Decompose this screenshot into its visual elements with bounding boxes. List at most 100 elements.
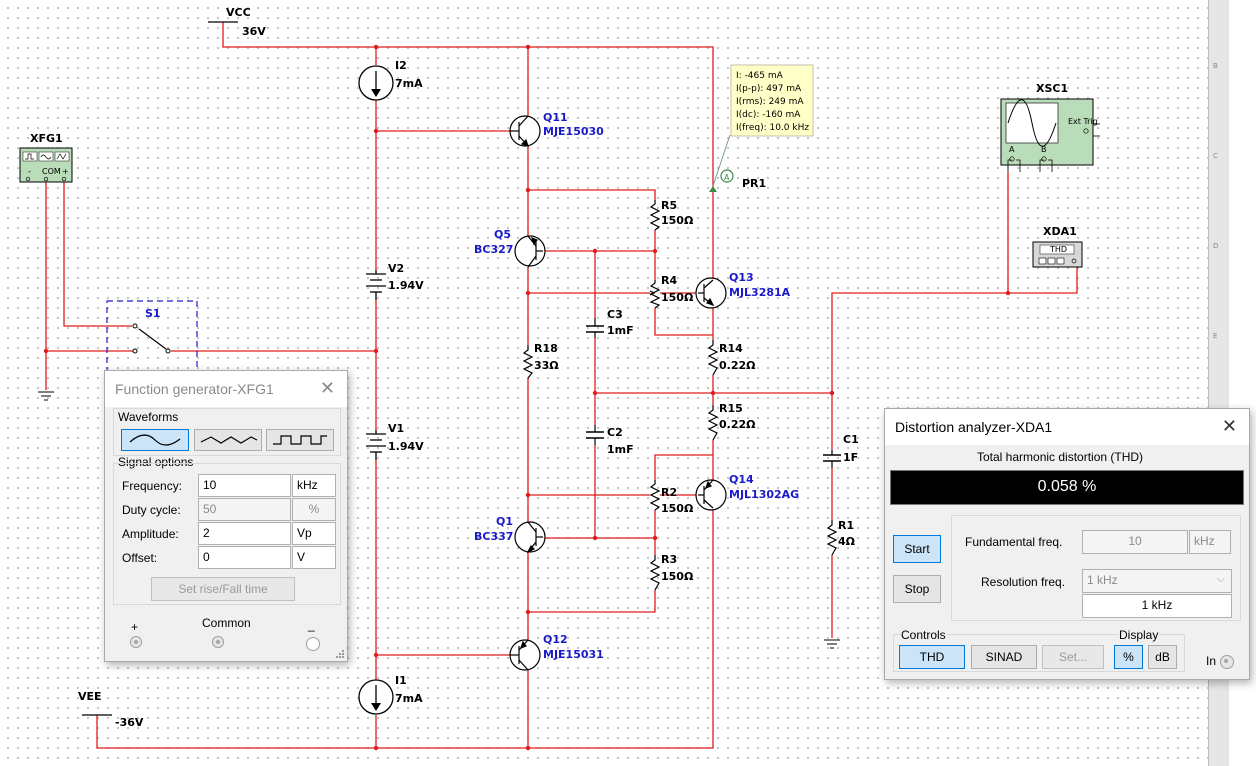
resistor-r5[interactable]: R5 150Ω <box>649 199 694 231</box>
sine-wave-button[interactable] <box>121 429 189 451</box>
xsc1-ref: XSC1 <box>1036 82 1068 95</box>
transistor-q13[interactable]: Q13 MJL3281A <box>695 271 791 309</box>
resistor-r3[interactable]: R3 150Ω <box>649 553 694 591</box>
controls-label: Controls <box>900 628 947 642</box>
capacitor-c1[interactable]: C1 1F <box>823 433 859 468</box>
input-label: In <box>1206 654 1217 668</box>
capacitor-c2[interactable]: C2 1mF <box>586 425 634 456</box>
thd-reading-display: 0.058 % <box>890 470 1244 505</box>
plus-terminal[interactable] <box>130 636 142 648</box>
offset-field[interactable]: 0 <box>198 546 291 569</box>
r14-ref: R14 <box>719 342 743 355</box>
chevron-down-icon: ⌵ <box>1216 573 1225 585</box>
square-wave-icon <box>273 435 327 445</box>
i2-ref: I2 <box>395 59 407 72</box>
resistor-r15[interactable]: R15 0.22Ω <box>707 402 756 441</box>
vcc-supply[interactable]: VCC 36V <box>208 6 266 38</box>
transistor-q1[interactable]: Q1 BC337 <box>474 515 546 554</box>
ruler-mark: E <box>1213 332 1218 340</box>
r4-value: 150Ω <box>661 291 694 304</box>
s1-ref: S1 <box>145 307 161 320</box>
current-source-i2[interactable]: I2 7mA <box>358 59 423 101</box>
junction-dots <box>43 44 1011 751</box>
resistor-r2[interactable]: R2 150Ω <box>649 480 694 515</box>
percent-button[interactable]: % <box>1114 645 1143 669</box>
duty-cycle-label: Duty cycle: <box>122 503 181 517</box>
capacitor-c3[interactable]: C3 1mF <box>586 308 634 338</box>
controls-group <box>893 634 1185 672</box>
close-icon[interactable]: ✕ <box>319 378 335 398</box>
triangle-wave-button[interactable] <box>194 429 262 451</box>
sinad-button[interactable]: SINAD <box>971 645 1037 669</box>
minus-terminal[interactable] <box>306 637 320 651</box>
da-titlebar[interactable]: Distortion analyzer-XDA1 ✕ <box>885 409 1249 445</box>
q11-ref: Q11 <box>543 111 568 124</box>
transistor-q14[interactable]: Q14 MJL1302AG <box>695 473 799 511</box>
q5-model: BC327 <box>474 243 513 256</box>
instrument-xda1[interactable]: XDA1 THD <box>1032 225 1083 268</box>
transistor-q5[interactable]: Q5 BC327 <box>474 228 546 268</box>
resize-grip-icon[interactable] <box>335 649 345 659</box>
r4-ref: R4 <box>661 274 677 287</box>
voltage-source-v1[interactable]: V1 1.94V <box>366 422 424 460</box>
voltage-source-v2[interactable]: V2 1.94V <box>366 262 424 300</box>
switch-s1[interactable]: S1 <box>106 300 198 378</box>
resistor-r18[interactable]: R18 33Ω <box>522 342 559 379</box>
ruler-mark: B <box>1213 62 1218 70</box>
instrument-xsc1[interactable]: XSC1 Ext Trig A B <box>1000 82 1100 172</box>
db-button[interactable]: dB <box>1148 645 1177 669</box>
xsc1-channel-b: B <box>1041 145 1047 154</box>
current-source-i1[interactable]: I1 7mA <box>358 674 423 715</box>
q5-ref: Q5 <box>494 228 511 241</box>
offset-label: Offset: <box>122 551 158 565</box>
r15-ref: R15 <box>719 402 743 415</box>
resolution-freq-select[interactable]: 1 kHz ⌵ <box>1082 569 1232 593</box>
resistor-r4[interactable]: R4 150Ω <box>649 274 694 309</box>
stop-button[interactable]: Stop <box>893 575 941 603</box>
square-wave-button[interactable] <box>266 429 334 451</box>
amplitude-field[interactable]: 2 <box>198 522 291 545</box>
amplitude-unit[interactable]: Vp <box>292 522 336 545</box>
frequency-field[interactable]: 10 <box>198 474 291 497</box>
pr1-ref: PR1 <box>742 177 766 190</box>
transistor-q11[interactable]: Q11 MJE15030 <box>509 111 604 147</box>
xsc1-ext-trig: Ext Trig <box>1068 117 1098 126</box>
start-button[interactable]: Start <box>893 535 941 563</box>
input-terminal[interactable] <box>1220 655 1234 669</box>
set-rise-fall-time-button[interactable]: Set rise/Fall time <box>151 577 295 601</box>
vcc-name: VCC <box>226 6 251 19</box>
r2-value: 150Ω <box>661 502 694 515</box>
probe-tooltip: I: -465 mA I(p-p): 497 mA I(rms): 249 mA… <box>730 64 814 137</box>
r5-value: 150Ω <box>661 214 694 227</box>
r5-ref: R5 <box>661 199 677 212</box>
vee-supply[interactable]: VEE -36V <box>78 690 144 729</box>
common-terminal[interactable] <box>212 636 224 648</box>
fundamental-freq-unit[interactable]: kHz <box>1189 530 1231 554</box>
duty-cycle-unit[interactable]: % <box>292 498 336 521</box>
duty-cycle-field[interactable]: 50 <box>198 498 291 521</box>
sine-wave-icon <box>129 434 181 446</box>
minus-terminal-label: _ <box>308 618 315 632</box>
r14-value: 0.22Ω <box>719 359 756 372</box>
ruler-mark: C <box>1213 152 1218 160</box>
close-icon[interactable]: ✕ <box>1221 416 1237 436</box>
q13-model: MJL3281A <box>729 286 791 299</box>
fundamental-freq-field[interactable]: 10 <box>1082 530 1188 554</box>
transistor-q12[interactable]: Q12 MJE15031 <box>509 633 604 671</box>
ruler-mark: D <box>1213 242 1219 250</box>
fg-titlebar[interactable]: Function generator-XFG1 ✕ <box>105 371 347 407</box>
tooltip-line: I(dc): -160 mA <box>736 110 801 120</box>
c1-ref: C1 <box>843 433 859 446</box>
c2-value: 1mF <box>607 443 634 456</box>
resistor-r1[interactable]: R1 4Ω <box>826 519 856 556</box>
resistor-r14[interactable]: R14 0.22Ω <box>707 340 756 376</box>
probe-pr1[interactable]: A PR1 <box>709 134 766 192</box>
frequency-unit[interactable]: kHz <box>292 474 336 497</box>
set-button[interactable]: Set... <box>1042 645 1104 669</box>
instrument-xfg1[interactable]: XFG1 COM + - <box>19 132 73 183</box>
offset-unit[interactable]: V <box>292 546 336 569</box>
xfg1-plus: + <box>62 167 69 176</box>
thd-button[interactable]: THD <box>899 645 965 669</box>
xfg1-com: COM <box>42 167 61 176</box>
q11-model: MJE15030 <box>543 125 604 138</box>
